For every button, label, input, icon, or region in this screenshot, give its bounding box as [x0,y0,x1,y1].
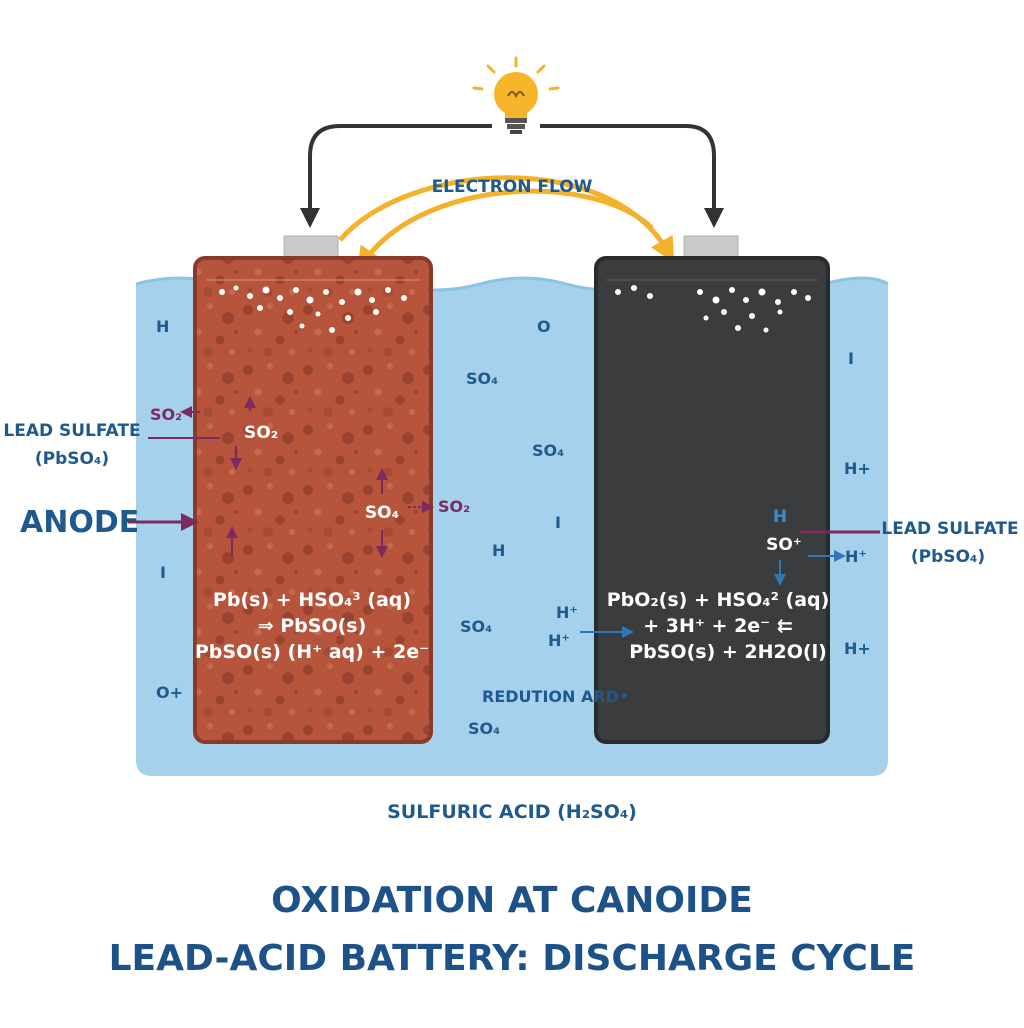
electron-flow-label: ELECTRON FLOW [432,177,593,197]
cathode-plate [594,256,830,744]
right-lead-sulfate-formula: (PbSO₄) [911,547,985,567]
cathode-equation-line-1: PbO₂(s) + HSO₄² (aq) [607,589,830,611]
light-bulb-icon [472,56,560,134]
electrolyte-label: SULFURIC ACID (H₂SO₄) [387,801,637,823]
cathode-equation-line-3: PbSO(s) + 2H2O(l) [629,641,827,663]
anode-equation-line-2: ⇒ PbSO(s) [258,615,367,637]
anode-ion-so2: SO₂ [244,423,278,443]
left-lead-sulfate-label: LEAD SULFATE [3,421,140,441]
ion-hplus-4: H+ [844,639,871,658]
anode-sulfate-crystals [219,285,407,333]
right-ion-h-plus: H⁺ [845,547,867,566]
ion-hplus-3: H+ [844,459,871,478]
anode-label: ANODE [20,505,139,540]
cathode-terminal [683,235,739,259]
wire-right [540,124,724,228]
ion-h-2: H [492,541,505,560]
ion-i-3: I [160,563,166,582]
title-line-1: OXIDATION AT CANOIDE [271,880,753,921]
cathode-ion-so-plus: SO⁺ [766,535,802,555]
ion-i-1: I [848,349,854,368]
left-lead-sulfate-formula: (PbSO₄) [35,449,109,469]
ion-oplus-1: O+ [156,683,183,702]
anode-ion-so4: SO₄ [365,503,399,523]
ion-i-2: I [555,513,561,532]
left-ion-so2: SO₂ [150,405,182,424]
right-lead-sulfate-label: LEAD SULFATE [881,519,1018,539]
cathode-equation-line-2: + 3H⁺ + 2e⁻ ⇇ [643,615,793,637]
ion-so4-1: SO₄ [466,369,498,388]
title-line-2: LEAD-ACID BATTERY: DISCHARGE CYCLE [109,938,916,979]
ion-hplus-1: H⁺ [556,603,578,622]
reduction-label: REDUTION ARD• [482,687,629,706]
anode-equation-line-1: Pb(s) + HSO₄³ (aq) [213,589,411,611]
wire-left [300,124,492,228]
cathode-sulfate-crystals [615,285,811,333]
anode-terminal [283,235,339,259]
ion-so4-2: SO₄ [532,441,564,460]
cathode-ion-h: H [773,507,787,527]
anode-plate [193,256,433,744]
ion-hplus-2: H⁺ [548,631,570,650]
ion-so4-4: SO₄ [468,719,500,738]
electron-flow-arc-inner [356,188,654,273]
mid-ion-so2: SO₂ [438,497,470,516]
ion-so4-3: SO₄ [460,617,492,636]
anode-equation-line-3: PbSO(s) (H⁺ aq) + 2e⁻ [195,641,429,663]
ion-h-1: H [156,317,169,336]
ion-o-1: O [537,317,551,336]
